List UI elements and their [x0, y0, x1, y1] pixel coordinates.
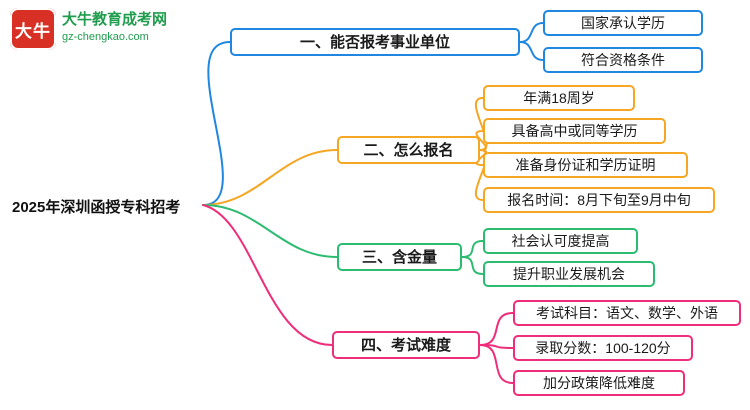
logo-site-name: 大牛教育成考网 [62, 11, 168, 28]
connector-b4-l3 [479, 344, 514, 384]
leaf-node-4-3: 加分政策降低难度 [513, 370, 685, 396]
leaf-node-3-2: 提升职业发展机会 [483, 261, 655, 287]
connector-root-branch3 [202, 204, 338, 258]
leaf-node-1-2: 符合资格条件 [543, 47, 703, 73]
leaf-node-1-1: 国家承认学历 [543, 10, 703, 36]
leaf-node-2-1: 年满18周岁 [483, 85, 635, 111]
leaf-node-4-1: 考试科目：语文、数学、外语 [513, 300, 741, 326]
leaf-node-3-1: 社会认可度提高 [483, 228, 638, 254]
logo-text: 大牛教育成考网 gz-chengkao.com [62, 8, 167, 44]
connector-b4-l1 [479, 312, 514, 346]
leaf-node-2-4: 报名时间：8月下旬至9月中旬 [483, 187, 715, 213]
connector-root-branch2 [202, 149, 338, 206]
leaf-node-2-2: 具备高中或同等学历 [483, 118, 666, 144]
connector-root-branch1 [202, 41, 231, 206]
connector-root-branch4 [202, 204, 333, 346]
leaf-node-4-2: 录取分数：100-120分 [513, 335, 693, 361]
leaf-node-2-3: 准备身份证和学历证明 [483, 152, 688, 178]
branch-node-3: 三、含金量 [337, 243, 462, 271]
connector-b2-l4 [475, 149, 488, 201]
logo-site-domain: gz-chengkao.com [62, 30, 149, 43]
branch-node-4: 四、考试难度 [332, 331, 480, 359]
logo-seal-icon: 大牛 [10, 8, 56, 50]
branch-node-2: 二、怎么报名 [337, 136, 480, 164]
connector-b3-l2 [461, 256, 484, 275]
connector-b1-l1 [519, 22, 544, 43]
connector-b3-l1 [461, 240, 484, 258]
root-node: 2025年深圳函授专科招考 [12, 198, 181, 216]
site-logo: 大牛 大牛教育成考网 gz-chengkao.com [10, 8, 167, 50]
branch-node-1: 一、能否报考事业单位 [230, 28, 520, 56]
connector-b1-l2 [519, 41, 544, 61]
